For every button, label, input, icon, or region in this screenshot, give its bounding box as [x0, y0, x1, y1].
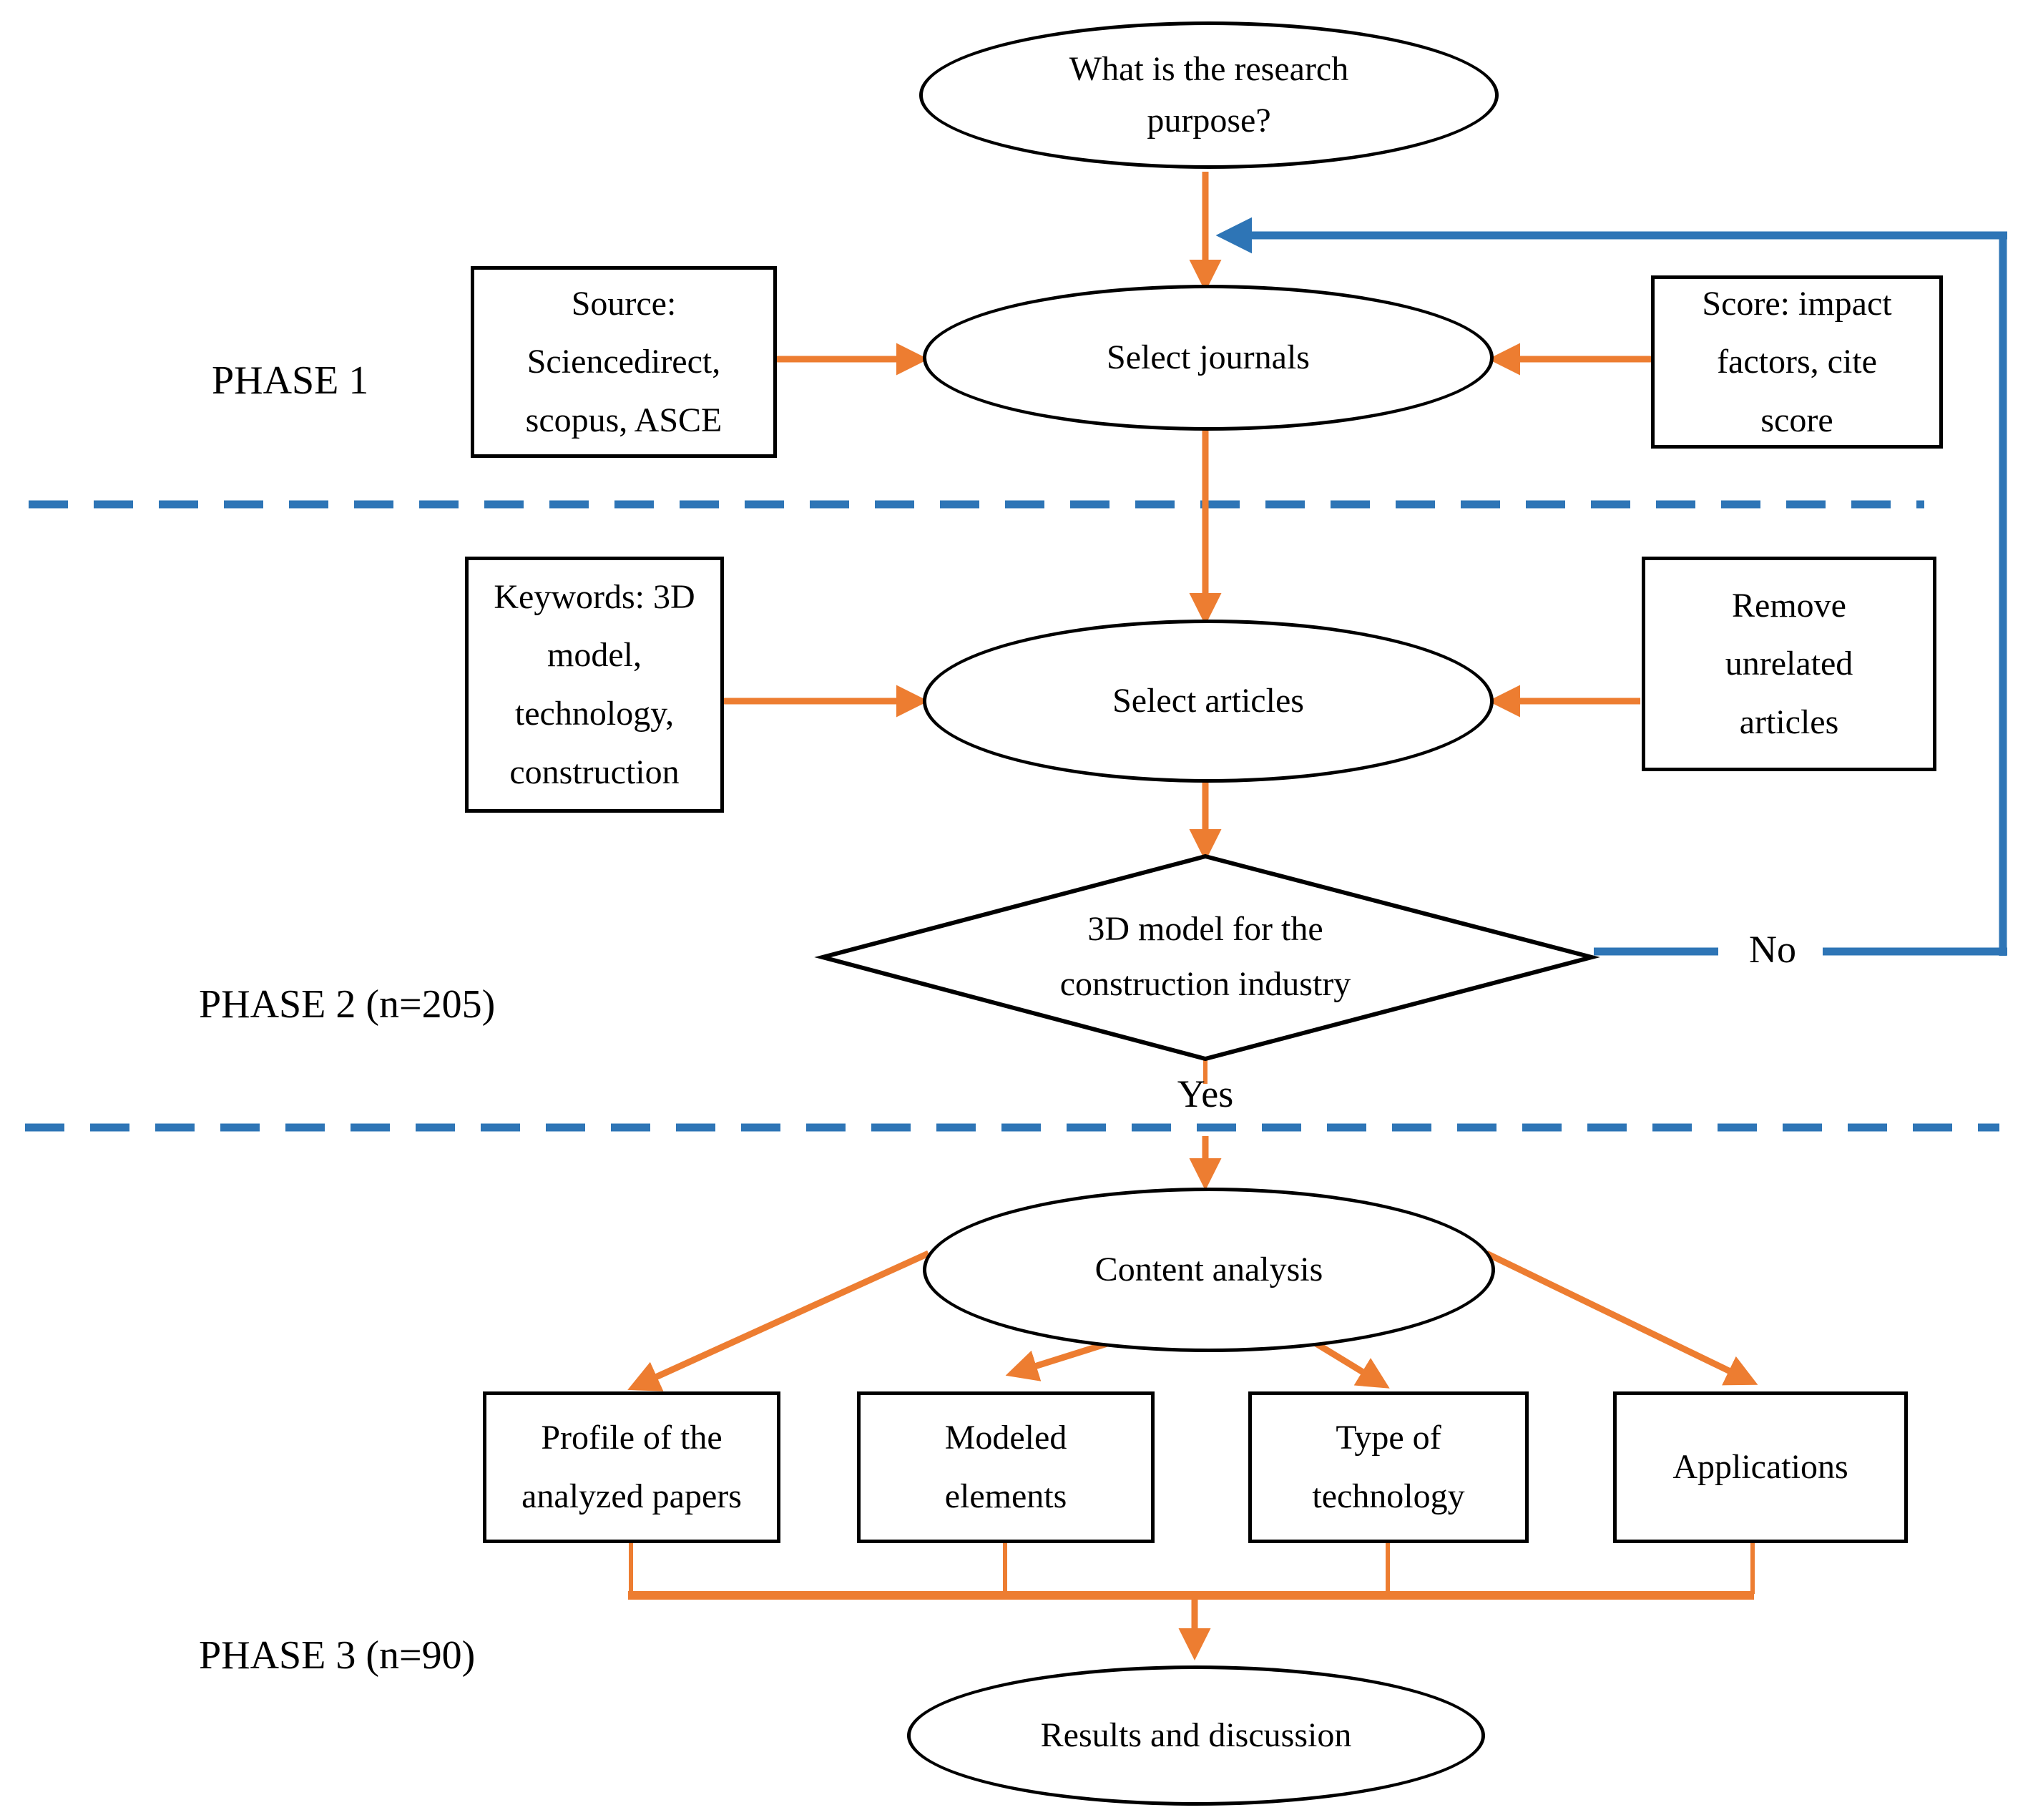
arrow-content-to-modeled [1005, 1340, 1109, 1381]
keywords-line-2: model, [547, 636, 642, 675]
applications-text: Applications [1672, 1448, 1848, 1486]
phase-separator-lines [25, 500, 1999, 1132]
yes-label: Yes [1177, 1072, 1234, 1115]
profile-line-2: analyzed papers [521, 1477, 742, 1515]
modeled-line-2: elements [944, 1477, 1067, 1515]
source-line-1: Source: [571, 284, 677, 323]
feedback-loop-lines [1215, 217, 2007, 956]
flow-arrows [627, 172, 1758, 1660]
select-journals-text: Select journals [1107, 338, 1310, 376]
node-applications-box: Applications [1613, 1391, 1908, 1543]
node-keywords-box: Keywords: 3D model, technology, construc… [465, 557, 724, 813]
node-score-box: Score: impact factors, cite score [1651, 275, 1943, 449]
node-results: Results and discussion [907, 1665, 1485, 1806]
node-technology-box: Type of technology [1248, 1391, 1529, 1543]
no-label: No [1749, 928, 1796, 971]
profile-line-1: Profile of the [541, 1419, 722, 1457]
node-profile-box: Profile of the analyzed papers [483, 1391, 780, 1543]
source-line-2: Sciencedirect, [526, 343, 721, 381]
arrow-content-to-profile [627, 1250, 930, 1391]
node-select-journals: Select journals [923, 285, 1494, 431]
phase2-label: PHASE 2 (n=205) [199, 982, 496, 1027]
keywords-line-1: Keywords: 3D [494, 577, 695, 616]
modeled-line-1: Modeled [944, 1419, 1067, 1457]
decision-diamond-text: 3D model for the construction industry [930, 900, 1481, 1014]
remove-line-3: articles [1739, 703, 1839, 741]
technology-line-1: Type of [1336, 1419, 1441, 1457]
score-line-1: Score: impact [1702, 284, 1892, 323]
source-line-3: scopus, ASCE [525, 401, 722, 439]
score-line-2: factors, cite [1717, 343, 1877, 381]
phase3-label: PHASE 3 (n=90) [199, 1633, 476, 1678]
node-remove-box: Remove unrelated articles [1642, 557, 1936, 771]
collector-lines [629, 1060, 1755, 1594]
node-modeled-box: Modeled elements [857, 1391, 1155, 1543]
arrow-content-to-applications [1485, 1250, 1758, 1386]
decision-line-2: construction industry [1059, 965, 1351, 1003]
content-analysis-text: Content analysis [1094, 1251, 1323, 1288]
node-research-purpose: What is the research purpose? [919, 21, 1499, 169]
decision-diamond-shape [814, 853, 1600, 1062]
results-text: Results and discussion [1040, 1716, 1352, 1754]
remove-line-2: unrelated [1725, 645, 1853, 683]
keywords-line-4: construction [509, 753, 680, 791]
node-select-articles: Select articles [923, 620, 1494, 783]
node-source-box: Source: Sciencedirect, scopus, ASCE [471, 266, 777, 458]
select-articles-text: Select articles [1112, 682, 1304, 720]
node-content-analysis: Content analysis [923, 1188, 1495, 1352]
remove-line-1: Remove [1732, 586, 1846, 625]
score-line-3: score [1760, 401, 1833, 439]
technology-line-2: technology [1312, 1477, 1465, 1515]
keywords-line-3: technology, [514, 695, 675, 733]
research-purpose-text: What is the research purpose? [1069, 50, 1349, 140]
decision-line-1: 3D model for the [1087, 910, 1323, 949]
phase1-label: PHASE 1 [212, 358, 369, 403]
